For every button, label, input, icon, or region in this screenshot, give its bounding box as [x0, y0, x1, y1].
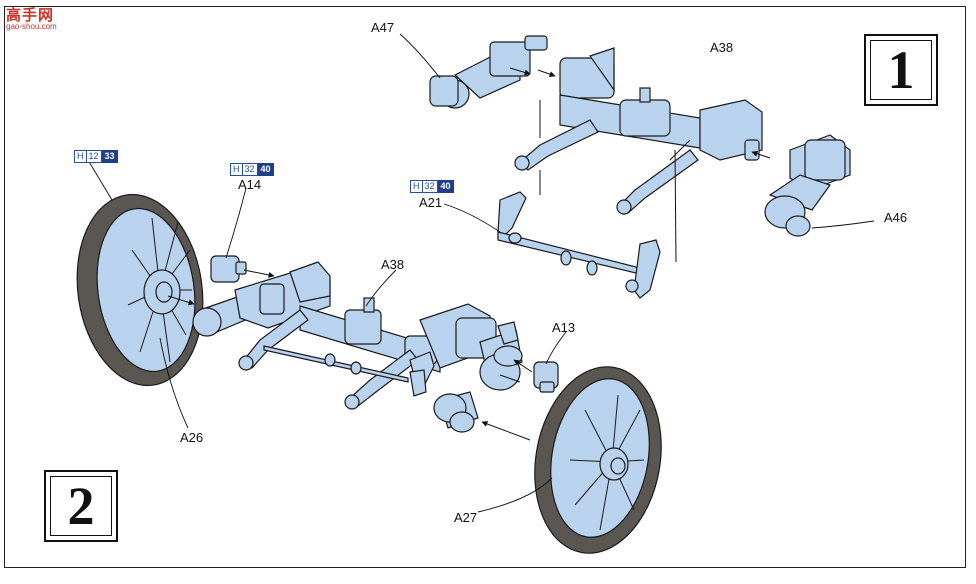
part-a38-top [514, 47, 763, 215]
callout-a27: A27 [454, 510, 478, 525]
paint-code-primary: 12 [85, 150, 102, 163]
paint-prefix: H [410, 180, 422, 193]
paint-prefix: H [74, 150, 86, 163]
part-a14 [210, 255, 247, 283]
callout-a13: A13 [552, 320, 576, 335]
step-number-1: 1 [864, 34, 938, 106]
callout-a14: A14 [238, 177, 262, 192]
step-number-1-label: 1 [870, 40, 932, 100]
paint-code-primary: 32 [421, 180, 438, 193]
paint-code-a26: H 12 33 [74, 150, 118, 163]
part-a13 [533, 361, 559, 393]
step-number-2: 2 [44, 470, 118, 542]
paint-code-a21: H 32 40 [410, 180, 454, 193]
callout-a46: A46 [884, 210, 908, 225]
watermark-subtitle: gao-shou.com [6, 22, 57, 31]
paint-code-secondary: 33 [101, 150, 118, 163]
sheet-border [4, 6, 966, 568]
callout-a38-mid: A38 [381, 257, 405, 272]
paint-prefix: H [230, 163, 242, 176]
callout-a26: A26 [180, 430, 204, 445]
site-watermark: 高手网 gao-shou.com [2, 2, 72, 32]
step2-assembly [76, 159, 662, 554]
watermark-title: 高手网 [6, 7, 55, 24]
paint-code-secondary: 40 [257, 163, 274, 176]
wheel-a27 [534, 366, 662, 554]
part-a47 [429, 35, 548, 109]
part-a46 [764, 134, 851, 237]
paint-code-primary: 32 [241, 163, 258, 176]
part-a21 [497, 191, 661, 299]
step1-assembly [399, 33, 875, 299]
paint-code-secondary: 40 [437, 180, 454, 193]
callout-a47: A47 [371, 20, 395, 35]
callout-a21: A21 [419, 195, 443, 210]
step-number-2-label: 2 [50, 476, 112, 536]
paint-code-a14: H 32 40 [230, 163, 274, 176]
wheel-a26 [76, 193, 204, 387]
part-a38-mid [192, 261, 523, 433]
callout-a38-top: A38 [710, 40, 734, 55]
